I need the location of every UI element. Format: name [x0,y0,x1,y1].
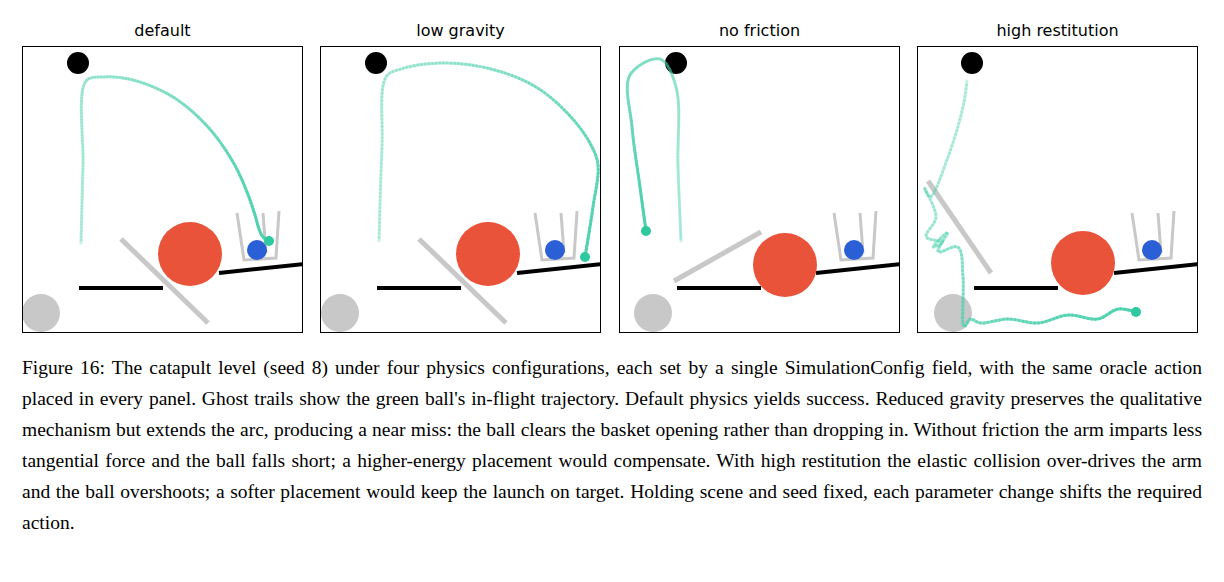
panel-title: low gravity [301,21,620,41]
ramp-bar [219,264,302,273]
basket [535,211,577,260]
green-ball [264,236,274,246]
black-ball [961,52,983,74]
basket [237,211,279,260]
red-ball [1051,231,1115,295]
blue-ball [1142,240,1162,260]
scene-drawing [23,47,302,332]
catapult-arm [674,232,761,281]
scene-drawing [321,47,600,332]
red-ball [753,233,817,297]
red-ball [456,222,520,286]
ghost-trail [925,81,1136,326]
trajectory-guide [81,77,269,243]
simulation-panel: no friction [619,46,900,333]
panel-title: high restitution [898,21,1217,41]
gray-ball [23,294,60,332]
scene-drawing [918,47,1197,332]
ghost-trail [627,59,681,241]
figure-caption: Figure 16: The catapult level (seed 8) u… [22,352,1202,538]
ghost-trail [379,63,598,257]
floor-bar [677,286,761,290]
green-ball [580,252,590,262]
black-ball [67,52,89,74]
simulation-panel: low gravity [320,46,601,333]
simulation-panel: default [22,46,303,333]
panel-title: no friction [600,21,919,41]
red-ball [158,222,222,286]
catapult-arm [928,181,991,273]
floor-bar [79,286,163,290]
trajectory-guide [924,81,1136,327]
green-ball [1131,307,1141,317]
black-ball [365,52,387,74]
floor-bar [974,286,1058,290]
trail-segment [961,321,964,325]
floor-bar [377,286,461,290]
basket [1132,211,1174,260]
ramp-bar [816,264,899,273]
gray-ball [934,294,972,332]
trajectory-guide [627,59,681,241]
basket [834,211,876,260]
gray-ball [321,294,359,332]
scene-drawing [620,47,899,332]
trajectory-guide [379,63,598,257]
panel-title: default [3,21,322,41]
ghost-trail [81,77,269,243]
blue-ball [844,240,864,260]
simulation-panel: high restitution [917,46,1198,333]
blue-ball [247,240,267,260]
green-ball [641,226,651,236]
ramp-bar [517,264,600,273]
blue-ball [545,240,565,260]
gray-ball [634,294,672,332]
ramp-bar [1114,264,1197,273]
black-ball [665,52,687,74]
